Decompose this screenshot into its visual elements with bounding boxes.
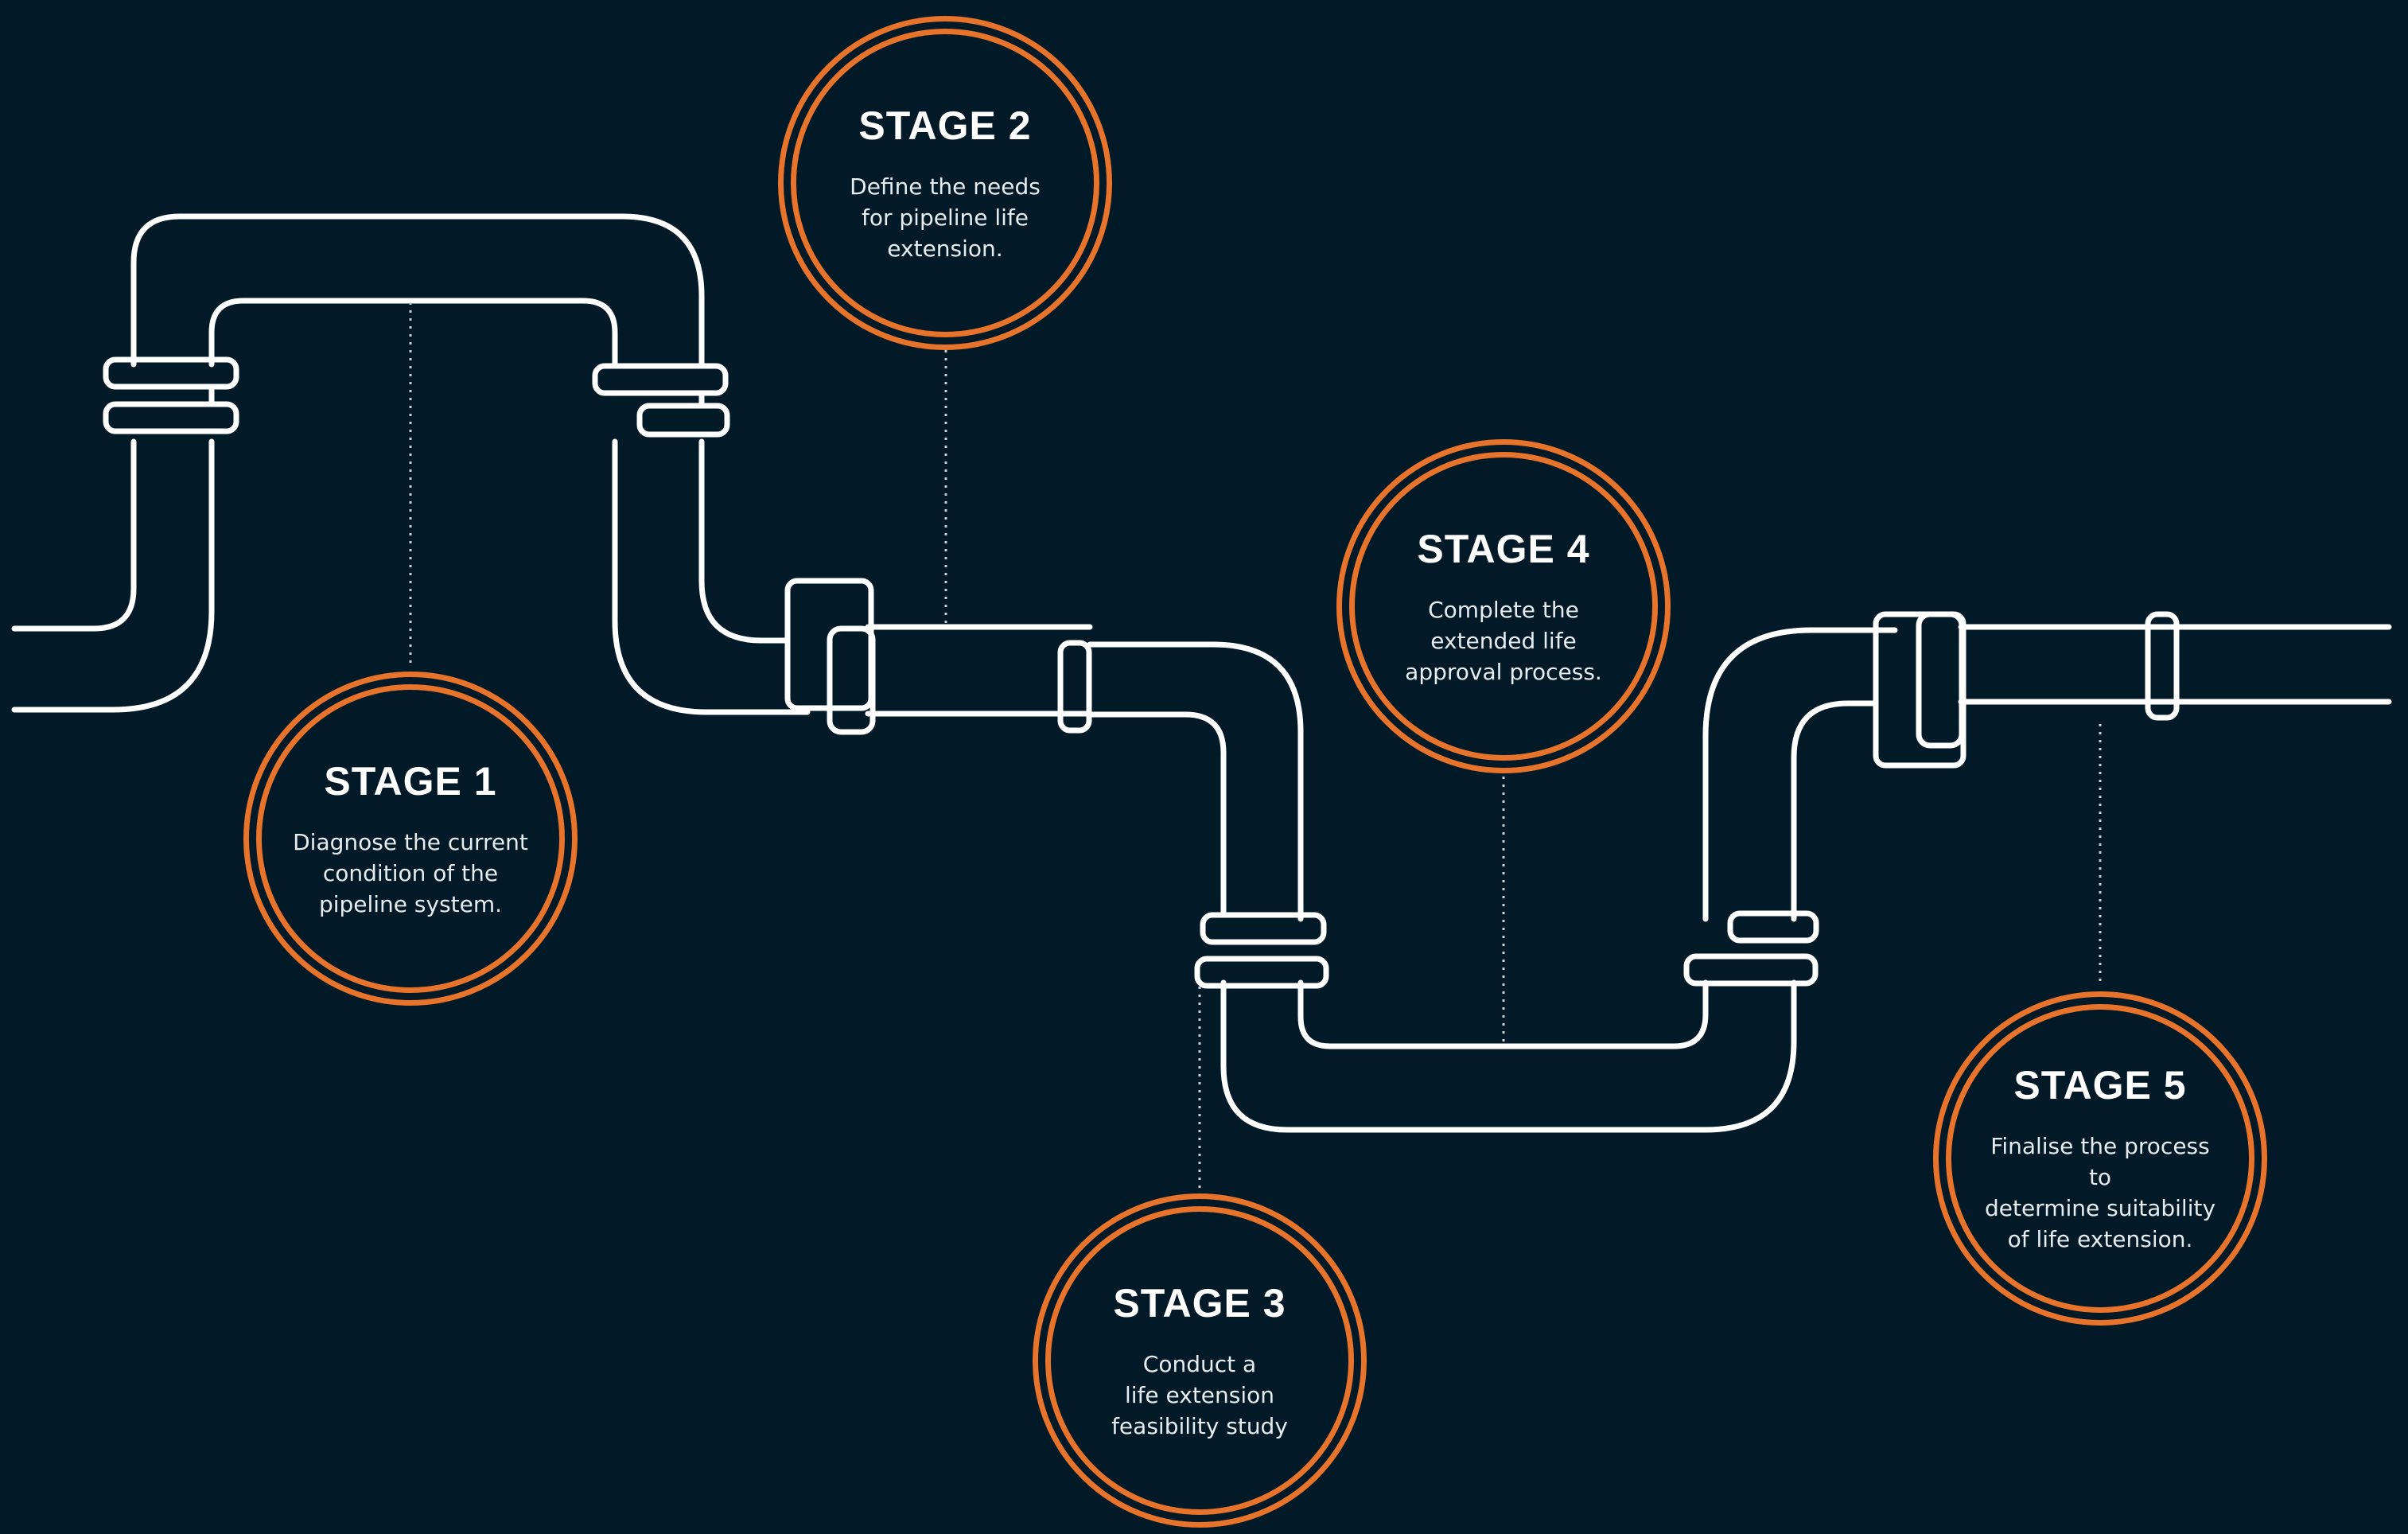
stage-1-description: Diagnose the current condition of the pi… <box>287 827 534 920</box>
stage-4-line-1: Complete the <box>1428 596 1579 623</box>
pipe-lower-inner <box>1297 979 1709 1049</box>
pipe-inner-left-bend <box>11 438 215 713</box>
flange-rise-lower <box>1683 953 1819 987</box>
stage-2-line-1: Define the needs <box>850 173 1041 200</box>
flange-drop-lower <box>1194 956 1329 989</box>
flange-left-lower <box>103 401 239 434</box>
pipe-right-outer-rise <box>1702 627 1898 922</box>
stage-5-description: Finalise the process to determine suitab… <box>1977 1131 2223 1255</box>
pipe-outer-down-right <box>698 438 791 644</box>
coupling-elbow-b <box>827 625 876 735</box>
stage-1-line-3: pipeline system. <box>318 890 503 917</box>
stage-4-line-3: approval process. <box>1405 658 1602 685</box>
pipe-outer-left-bend <box>11 438 137 632</box>
stage-4-title: STAGE 4 <box>1417 526 1590 571</box>
flange-drop-upper <box>1200 912 1327 945</box>
stage-2-line-2: for pipeline life <box>861 204 1029 231</box>
stage-2-title: STAGE 2 <box>858 103 1032 148</box>
coupling-mid <box>1057 640 1092 734</box>
flange-left-upper <box>103 356 239 390</box>
stage-1-line-2: condition of the <box>322 859 499 886</box>
stage-3-line-3: feasibility study <box>1111 1412 1288 1439</box>
stage-4-badge: STAGE 4 Complete the extended life appro… <box>1336 439 1671 773</box>
stage-5-line-3: of life extension. <box>2007 1226 2193 1252</box>
stage-1-title: STAGE 1 <box>324 758 497 804</box>
flange-rise-upper <box>1727 910 1819 944</box>
stage-5-badge: STAGE 5 Finalise the process to determin… <box>1933 991 2267 1326</box>
stage-3-line-1: Conduct a <box>1142 1350 1257 1377</box>
flange-topright-upper <box>592 363 729 396</box>
stage-3-badge: STAGE 3 Conduct a life extension feasibi… <box>1033 1193 1367 1528</box>
pipe-outer-top-bend <box>130 213 705 368</box>
stage-1-badge: STAGE 1 Diagnose the current condition o… <box>243 672 578 1006</box>
flange-topright-lower <box>636 403 730 438</box>
stage-5-title: STAGE 5 <box>2013 1063 2187 1108</box>
stage-3-title: STAGE 3 <box>1113 1280 1286 1326</box>
pipe-lower-outer <box>1220 979 1797 1133</box>
stage-5-line-2: determine suitability <box>1984 1195 2216 1221</box>
pipe-mid-bottom-to-drop <box>1087 711 1227 917</box>
stage-3-line-2: life extension <box>1124 1381 1275 1408</box>
pipe-right-inner-rise <box>1791 700 1877 922</box>
stage-2-badge: STAGE 2 Define the needs for pipeline li… <box>778 16 1112 350</box>
pipe-inner-down-right <box>612 438 811 715</box>
pipe-inner-top-bend <box>208 298 618 368</box>
stage-3-description: Conduct a life extension feasibility stu… <box>1076 1349 1323 1442</box>
stage-4-line-2: extended life <box>1430 627 1577 654</box>
stage-1-line-1: Diagnose the current <box>293 828 528 855</box>
stage-2-line-3: extension. <box>887 235 1003 262</box>
pipe-mid-top-to-drop <box>1087 641 1304 922</box>
stage-4-description: Complete the extended life approval proc… <box>1380 594 1627 687</box>
stage-5-line-1: Finalise the process to <box>1990 1133 2210 1190</box>
coupling-right-end <box>2145 611 2180 721</box>
coupling-right-b <box>1916 611 1965 749</box>
stage-2-description: Define the needs for pipeline life exten… <box>822 171 1068 264</box>
